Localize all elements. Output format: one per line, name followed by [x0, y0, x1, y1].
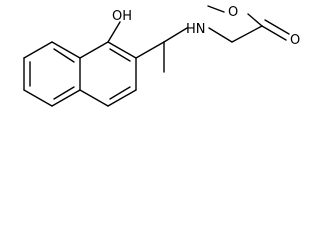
- bond: [107, 41, 137, 59]
- bond: [79, 89, 109, 107]
- ester-bond: [247, 13, 263, 27]
- bond: [79, 41, 109, 59]
- double-bond-inner: [109, 86, 131, 100]
- methoxy-bond: [207, 5, 225, 13]
- bond: [51, 89, 81, 107]
- carbonyl-double-bond: [261, 25, 287, 41]
- carbonyl-double-bond: [264, 19, 290, 35]
- double-bond-inner: [109, 48, 131, 62]
- hydroxyl-bond: [107, 21, 121, 43]
- bond: [135, 41, 165, 59]
- ch-to-nh-bond: [163, 27, 188, 43]
- bond: [23, 89, 53, 107]
- molecule-drawing: OH HN O O: [23, 5, 300, 107]
- structure-diagram: OH HN O O: [23, 5, 300, 107]
- naphthalene-left-ring: [23, 41, 81, 107]
- amine-label: HN: [186, 22, 206, 37]
- carbonyl-oxygen-label: O: [290, 33, 300, 48]
- naphthalene-right-ring: [79, 41, 137, 107]
- bond: [51, 41, 81, 59]
- bond: [107, 89, 137, 107]
- double-bond-inner: [53, 86, 75, 100]
- bond: [23, 41, 53, 59]
- hydroxyl-label: OH: [112, 9, 132, 24]
- nh-to-ch2-bond: [208, 27, 233, 43]
- methoxy-oxygen-label: O: [228, 5, 238, 20]
- side-chain: [135, 5, 290, 73]
- ch2-to-carbonyl-bond: [231, 25, 263, 43]
- double-bond-inner: [53, 48, 75, 63]
